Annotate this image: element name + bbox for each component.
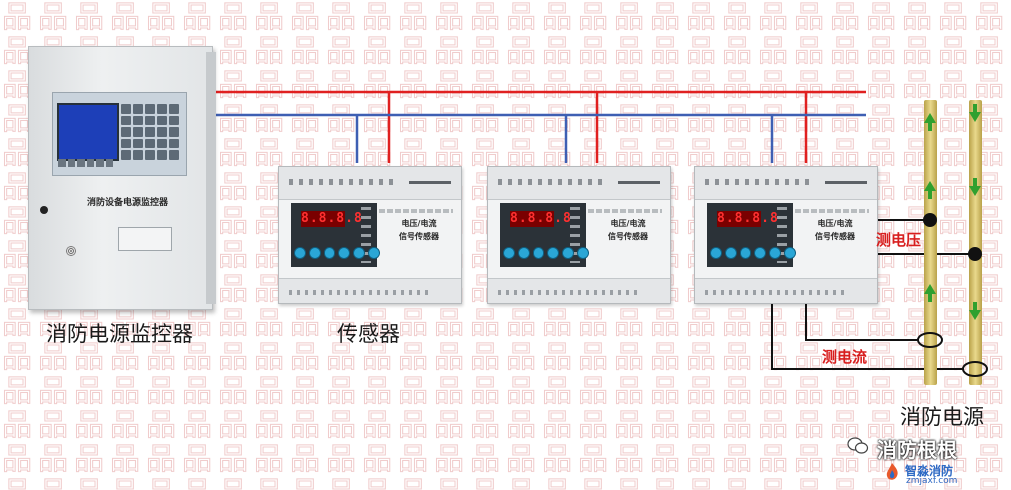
sensor-buttons — [710, 247, 796, 259]
arrow-up-icon — [924, 113, 936, 302]
cabinet-function-keys — [58, 159, 113, 167]
current-ring-2 — [962, 361, 988, 377]
sensor-name: 电压/电流信号传感器 — [608, 219, 648, 241]
wechat-icon — [847, 437, 869, 454]
label-sensor: 传感器 — [337, 322, 400, 346]
sensor-buttons — [294, 247, 380, 259]
speaker-icon — [66, 246, 76, 256]
watermark-account: 消防根根 — [877, 438, 957, 462]
current-wire-1 — [805, 298, 918, 341]
sensor-front-panel: 8.8.8.8 — [500, 203, 589, 267]
sensor-front-panel: 8.8.8.8 — [291, 203, 380, 267]
voltage-tap-dot-2 — [968, 247, 982, 261]
cabinet-nameplate: 消防设备电源监控器 — [86, 198, 168, 208]
cabinet-side — [206, 52, 216, 304]
sensor-device-1: 8.8.8.8 电压/电流信号传感器 — [278, 166, 462, 304]
sensor-device-3: 8.8.8.8 电压/电流信号传感器 — [694, 166, 878, 304]
label-measure-current: 测电流 — [822, 348, 868, 366]
label-monitor: 消防电源监控器 — [46, 322, 193, 346]
sensor-front-panel: 8.8.8.8 — [707, 203, 796, 267]
brand-url: zmjaxf.com — [906, 476, 958, 486]
sensor-name: 电压/电流信号传感器 — [815, 219, 855, 241]
sensor-device-2: 8.8.8.8 电压/电流信号传感器 — [487, 166, 671, 304]
current-wire-2 — [771, 298, 963, 370]
printer-slot — [118, 227, 172, 251]
monitor-cabinet — [28, 46, 213, 310]
sensor-display: 8.8.8.8 — [510, 211, 572, 227]
brand-logo-icon — [886, 463, 898, 480]
label-power: 消防电源 — [900, 405, 984, 429]
sensor-name: 电压/电流信号传感器 — [399, 219, 439, 241]
arrow-down-icon — [969, 104, 981, 320]
sensor-display: 8.8.8.8 — [717, 211, 779, 227]
voltage-tap-dot-1 — [923, 213, 937, 227]
current-ring-1 — [917, 332, 943, 348]
power-conductor-left — [924, 100, 937, 385]
sensor-buttons — [503, 247, 589, 259]
cabinet-lcd-screen — [57, 103, 119, 161]
sensor-display: 8.8.8.8 — [301, 211, 363, 227]
brand-name: 智淼消防 — [905, 464, 954, 478]
cabinet-keypad — [121, 104, 179, 160]
label-measure-voltage: 测电压 — [876, 231, 922, 249]
lock-icon — [40, 206, 48, 214]
